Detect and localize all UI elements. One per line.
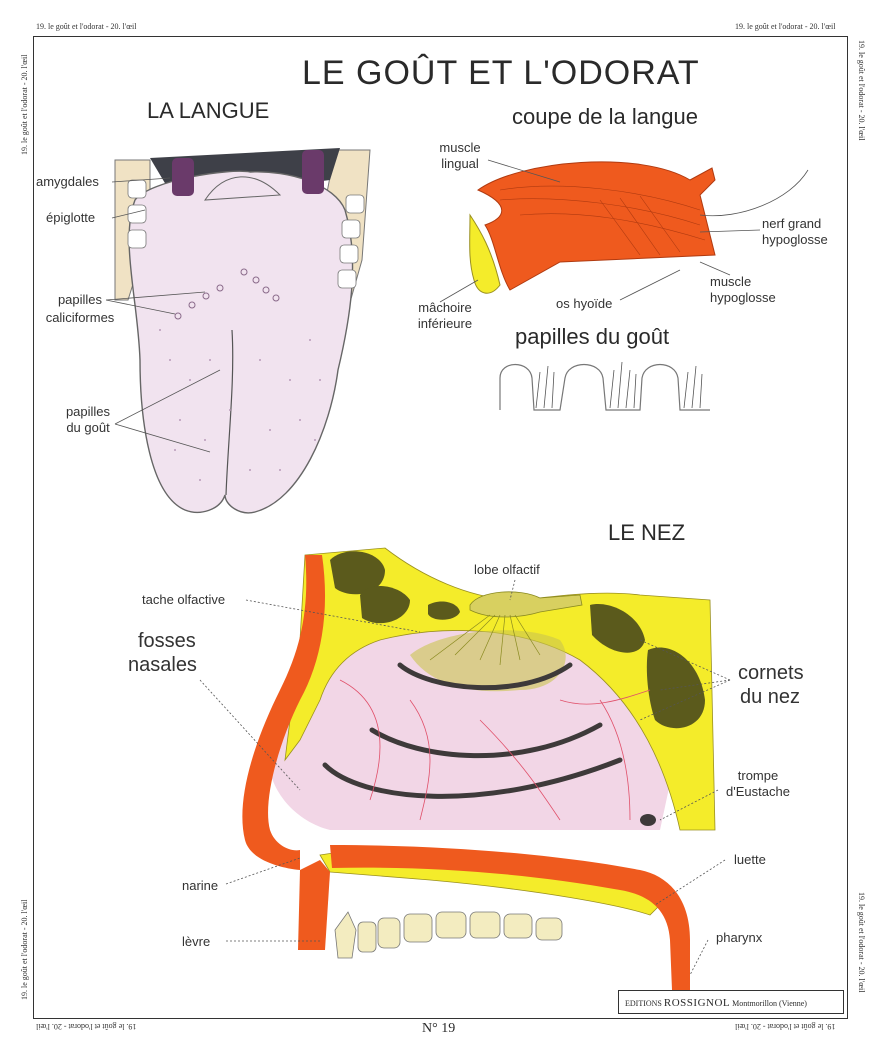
section-heading: coupe de la langue	[512, 104, 698, 130]
label-muscle-lingual-2: lingual	[430, 156, 490, 171]
papilles-heading: papilles du goût	[515, 324, 669, 350]
label-amygdales: amygdales	[36, 174, 99, 189]
label-os-hyoide: os hyoïde	[556, 296, 612, 311]
plate-number: N° 19	[422, 1021, 455, 1037]
nose-drawing	[200, 548, 730, 990]
publisher-name: ROSSIGNOL	[664, 997, 730, 1009]
label-nerf-1: nerf grand	[762, 216, 821, 231]
tongue-drawing	[106, 148, 370, 513]
label-muscle-hypoglosse-2: hypoglosse	[710, 290, 776, 305]
label-trompe-2: d'Eustache	[708, 784, 808, 799]
label-muscle-lingual-1: muscle	[430, 140, 490, 155]
label-pharynx: pharynx	[716, 930, 762, 945]
publisher-box: EDITIONS ROSSIGNOL Montmorillon (Vienne)	[618, 990, 844, 1014]
label-papilles-gout-1: papilles	[58, 404, 118, 419]
publisher-editions: EDITIONS	[625, 999, 662, 1008]
label-fosses-1: fosses	[138, 630, 196, 653]
label-nerf-2: hypoglosse	[762, 232, 828, 247]
nose-heading: LE NEZ	[608, 520, 685, 546]
label-muscle-hypoglosse-1: muscle	[710, 274, 751, 289]
label-papilles-caliciformes-2: caliciformes	[40, 310, 120, 325]
tongue-heading: LA LANGUE	[147, 98, 269, 124]
page-title: LE GOÛT ET L'ODORAT	[302, 54, 700, 93]
label-machoire-1: mâchoire	[410, 300, 480, 315]
label-trompe-1: trompe	[718, 768, 798, 783]
label-levre: lèvre	[182, 934, 210, 949]
label-papilles-gout-2: du goût	[58, 420, 118, 435]
label-narine: narine	[182, 878, 218, 893]
label-machoire-2: inférieure	[410, 316, 480, 331]
label-cornets-1: cornets	[738, 662, 804, 685]
publisher-city: Montmorillon (Vienne)	[732, 999, 807, 1008]
label-papilles-caliciformes-1: papilles	[50, 292, 110, 307]
tongue-section-drawing	[440, 160, 808, 410]
label-tache-olfactive: tache olfactive	[142, 592, 225, 607]
label-cornets-2: du nez	[740, 686, 800, 709]
label-lobe-olfactif: lobe olfactif	[474, 562, 540, 577]
label-fosses-2: nasales	[128, 654, 197, 677]
label-luette: luette	[734, 852, 766, 867]
label-epiglotte: épiglotte	[46, 210, 95, 225]
